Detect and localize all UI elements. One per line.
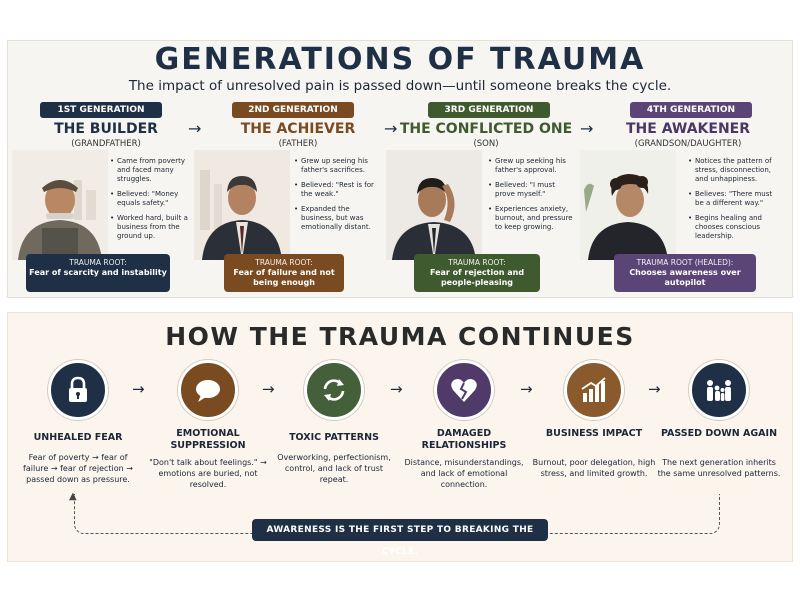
generation-card-4: 4TH GENERATION THE AWAKENER (GRANDSON/DA… — [580, 102, 788, 296]
generation-role: (SON) — [473, 139, 499, 149]
bar-chart-icon — [581, 377, 606, 402]
page-title: GENERATIONS OF TRAUMA — [154, 42, 646, 77]
generation-badge: 2ND GENERATION — [232, 102, 354, 118]
family-icon — [707, 380, 731, 401]
step-description: Overworking, perfectionism, control, and… — [277, 453, 391, 485]
father-portrait — [194, 150, 290, 260]
step-circle — [178, 360, 238, 420]
cycle-arrows-icon — [323, 379, 345, 401]
trauma-root-label: TRAUMA ROOT: — [69, 258, 127, 267]
grandson-portrait — [580, 150, 676, 260]
lock-icon — [69, 376, 87, 402]
generation-badge: 4TH GENERATION — [630, 102, 752, 118]
generation-name: THE ACHIEVER — [240, 121, 356, 137]
step-circle — [564, 360, 624, 420]
generation-bullets: Grew up seeking his father's approval. B… — [488, 157, 574, 238]
bullet-item: Grew up seeing his father's sacrifices. — [294, 157, 380, 175]
grandfather-portrait — [12, 150, 108, 260]
arrow-right-icon: → — [390, 380, 403, 398]
generation-name: THE AWAKENER — [625, 121, 751, 137]
generation-badge: 1ST GENERATION — [40, 102, 162, 118]
trauma-root-box: TRAUMA ROOT: Fear of scarcity and instab… — [26, 254, 170, 292]
trauma-root-text: Fear of scarcity and instability — [29, 267, 167, 277]
generation-name: THE BUILDER — [54, 121, 158, 137]
trauma-root-box: TRAUMA ROOT: Fear of rejection and peopl… — [414, 254, 540, 292]
bullet-item: Experiences anxiety, burnout, and pressu… — [488, 205, 574, 232]
arrow-right-icon: → — [384, 119, 398, 138]
bullet-item: Worked hard, built a business from the g… — [110, 214, 196, 241]
step-description: Distance, misunderstandings, and lack of… — [404, 458, 524, 490]
step-circle — [689, 360, 749, 420]
awareness-banner: AWARENESS IS THE FIRST STEP TO BREAKING … — [252, 519, 548, 557]
step-description: Fear of poverty → fear of failure → fear… — [23, 453, 133, 485]
step-description: "Don't talk about feelings." → emotions … — [149, 458, 267, 490]
speech-bubble-icon — [196, 380, 220, 402]
arrow-right-icon: → — [188, 119, 202, 138]
bullet-item: Came from poverty and faced many struggl… — [110, 157, 196, 184]
generation-bullets: Grew up seeing his father's sacrifices. … — [294, 157, 380, 238]
arrow-right-icon: → — [648, 380, 661, 398]
bullet-item: Expanded the business, but was emotional… — [294, 205, 380, 232]
step-description: The next generation inherits the same un… — [657, 458, 781, 479]
bullet-item: Believed: "I must prove myself." — [488, 181, 574, 199]
trauma-root-box: TRAUMA ROOT: Fear of failure and not bei… — [224, 254, 344, 292]
step-title: EMOTIONAL SUPPRESSION — [170, 428, 246, 452]
generation-card-3: 3RD GENERATION THE CONFLICTED ONE (SON) … — [386, 102, 590, 296]
trauma-root-box: TRAUMA ROOT (HEALED): Chooses awareness … — [614, 254, 756, 292]
generation-card-2: 2ND GENERATION THE ACHIEVER (FATHER) Gre… — [194, 102, 396, 296]
arrow-right-icon: → — [262, 380, 275, 398]
step-title: UNHEALED FEAR — [33, 432, 123, 443]
section-title: HOW THE TRAUMA CONTINUES — [165, 322, 635, 351]
arrow-right-icon: → — [580, 119, 594, 138]
page-subtitle: The impact of unresolved pain is passed … — [128, 78, 672, 94]
step-title: BUSINESS IMPACT — [545, 428, 643, 439]
arrow-right-icon: → — [132, 380, 145, 398]
generation-card-1: 1ST GENERATION THE BUILDER (GRANDFATHER)… — [12, 102, 200, 296]
generation-bullets: Notices the pattern of stress, disconnec… — [688, 157, 774, 247]
trauma-root-label: TRAUMA ROOT (HEALED): — [636, 258, 734, 267]
bullet-item: Believed: "Rest is for the weak." — [294, 181, 380, 199]
trauma-root-text: Chooses awareness over autopilot — [629, 267, 741, 288]
trauma-root-label: TRAUMA ROOT: — [448, 258, 506, 267]
step-circle — [434, 360, 494, 420]
broken-heart-icon — [451, 379, 477, 402]
step-title: PASSED DOWN AGAIN — [660, 428, 778, 439]
step-description: Burnout, poor delegation, high stress, a… — [532, 458, 656, 479]
generation-role: (GRANDSON/DAUGHTER) — [634, 139, 742, 149]
trauma-root-text: Fear of rejection and people-pleasing — [429, 267, 525, 288]
trauma-root-label: TRAUMA ROOT: — [255, 258, 313, 267]
generation-name: THE CONFLICTED ONE — [399, 121, 573, 137]
generation-badge: 3RD GENERATION — [428, 102, 550, 118]
step-circle — [48, 360, 108, 420]
bullet-item: Grew up seeking his father's approval. — [488, 157, 574, 175]
arrow-up-icon: ▲ — [69, 491, 77, 502]
step-circle — [304, 360, 364, 420]
step-title: TOXIC PATTERNS — [289, 432, 379, 443]
trauma-root-text: Fear of failure and not being enough — [233, 267, 335, 288]
bullet-item: Believed: "Money equals safety." — [110, 190, 196, 208]
bullet-item: Believes: "There must be a different way… — [688, 190, 774, 208]
step-title: DAMAGED RELATIONSHIPS — [421, 428, 507, 452]
bullet-item: Notices the pattern of stress, disconnec… — [688, 157, 774, 184]
bullet-item: Begins healing and chooses conscious lea… — [688, 214, 774, 241]
son-portrait — [386, 150, 482, 260]
generation-role: (FATHER) — [278, 139, 318, 149]
generation-bullets: Came from poverty and faced many struggl… — [110, 157, 196, 247]
arrow-right-icon: → — [520, 380, 533, 398]
generation-role: (GRANDFATHER) — [71, 139, 141, 149]
